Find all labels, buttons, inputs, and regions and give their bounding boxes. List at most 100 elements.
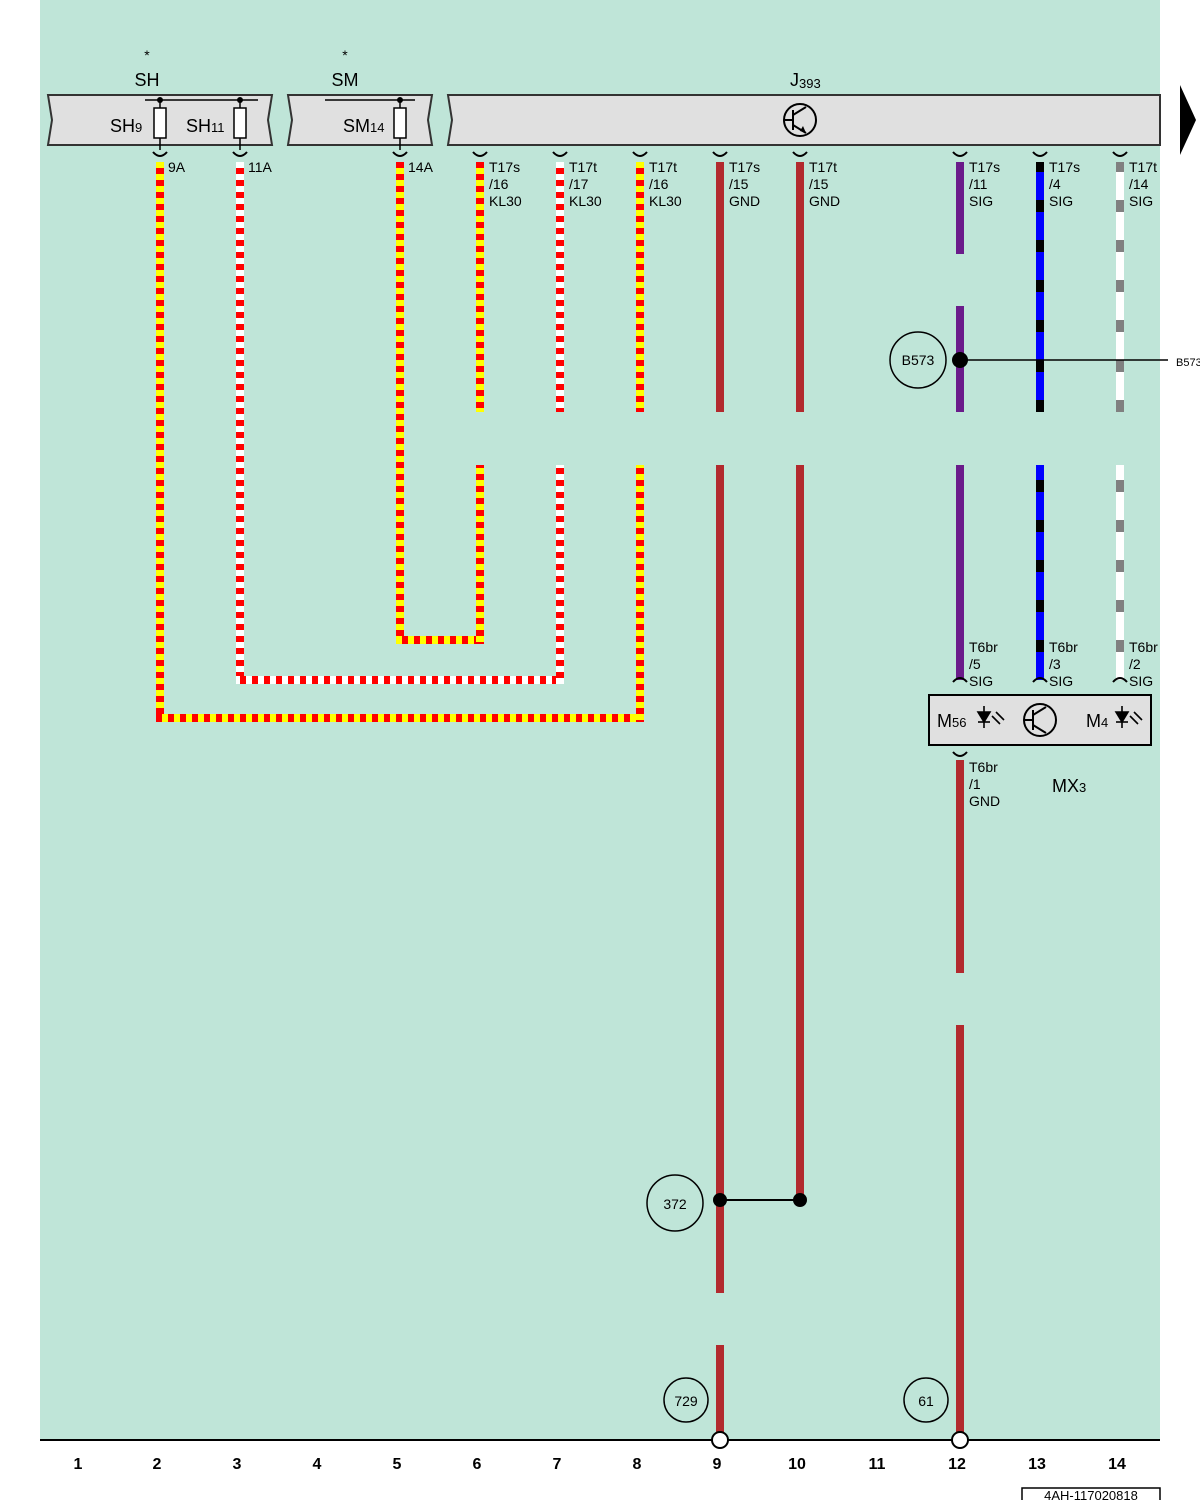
m56-label: M56 xyxy=(937,711,966,731)
svg-text:T17t: T17t xyxy=(569,159,597,175)
svg-text:/2: /2 xyxy=(1129,656,1141,672)
mx3-transistor-icon xyxy=(1023,703,1057,737)
svg-text:1: 1 xyxy=(74,1456,83,1473)
pin-9a: 9A xyxy=(168,159,186,175)
pin-connectors xyxy=(152,151,1128,757)
m4-label: M4 xyxy=(1086,711,1108,731)
svg-text:/4: /4 xyxy=(1049,176,1061,192)
pin-14a: 14A xyxy=(408,159,434,175)
fuse-sh9-label: SH9 xyxy=(110,116,142,136)
pin-label-mx3-col14: T6br /2 SIG xyxy=(1129,639,1158,689)
wire-col12-gnd xyxy=(956,760,964,1433)
svg-text:T17t: T17t xyxy=(809,159,837,175)
pin-label-col8: T17t /16 KL30 xyxy=(649,159,682,209)
svg-text:T6br: T6br xyxy=(1129,639,1158,655)
svg-text:9: 9 xyxy=(713,1456,722,1473)
pin-label-col6: T17s /16 KL30 xyxy=(489,159,522,209)
continuation-arrow-icon[interactable] xyxy=(1180,85,1196,155)
wire-sh11-col7 xyxy=(236,162,564,684)
svg-text:/16: /16 xyxy=(489,176,509,192)
svg-text:T17t: T17t xyxy=(649,159,677,175)
fuse-sh11-label: SH11 xyxy=(186,116,225,136)
splice-372-dot xyxy=(713,1193,727,1207)
ground-61-label: 61 xyxy=(918,1393,934,1409)
svg-text:/5: /5 xyxy=(969,656,981,672)
svg-text:11: 11 xyxy=(869,1456,886,1473)
svg-text:T6br: T6br xyxy=(1049,639,1078,655)
wire-col13-sig xyxy=(1036,162,1044,680)
svg-text:GND: GND xyxy=(969,793,1000,809)
ground-terminal-9 xyxy=(711,1431,729,1449)
svg-text:SIG: SIG xyxy=(1129,193,1153,209)
svg-text:10: 10 xyxy=(788,1456,806,1473)
svg-text:T6br: T6br xyxy=(969,759,998,775)
splice-372-circle xyxy=(646,1174,704,1232)
svg-text:SIG: SIG xyxy=(1049,673,1073,689)
j393-name: J393 xyxy=(790,70,821,91)
pin-label-col14: T17t /14 SIG xyxy=(1129,159,1157,209)
svg-text:2: 2 xyxy=(153,1456,162,1473)
wire-col9-gnd xyxy=(716,162,724,1433)
svg-text:7: 7 xyxy=(553,1456,562,1473)
wire-sm14-col6 xyxy=(396,162,484,644)
svg-text:T17s: T17s xyxy=(729,159,760,175)
svg-text:T17s: T17s xyxy=(1049,159,1080,175)
fuse-sh9-icon xyxy=(153,107,167,139)
mx3-name: MX3 xyxy=(1052,776,1086,796)
pin-label-mx3-col12: T6br /5 SIG xyxy=(969,639,998,689)
fuse-sh11-icon xyxy=(233,107,247,139)
pin-label-col10: T17t /15 GND xyxy=(809,159,840,209)
svg-text:14: 14 xyxy=(1108,1456,1126,1473)
svg-text:SIG: SIG xyxy=(969,193,993,209)
splice-b573-circle xyxy=(889,331,947,389)
svg-text:GND: GND xyxy=(729,193,760,209)
wire-col10-gnd xyxy=(796,162,804,1200)
svg-text:4: 4 xyxy=(313,1456,322,1473)
svg-text:T17t: T17t xyxy=(1129,159,1157,175)
b573-ref-label: B573 xyxy=(1176,357,1200,369)
doc-id: 4AH-117020818 xyxy=(1044,1488,1138,1500)
pin-label-col13: T17s /4 SIG xyxy=(1049,159,1080,209)
ground-729-circle xyxy=(663,1377,709,1423)
pin-label-col9: T17s /15 GND xyxy=(729,159,760,209)
sh-asterisk: * xyxy=(144,47,150,63)
sm-name: SM xyxy=(332,70,359,90)
svg-text:6: 6 xyxy=(473,1456,482,1473)
splice-b573-label: B573 xyxy=(902,352,935,368)
wire-sh9-col8 xyxy=(156,162,644,722)
svg-text:/14: /14 xyxy=(1129,176,1149,192)
svg-text:/3: /3 xyxy=(1049,656,1061,672)
sh-name: SH xyxy=(134,70,159,90)
splice-372-label: 372 xyxy=(663,1196,687,1212)
svg-text:8: 8 xyxy=(633,1456,642,1473)
pin-label-col12: T17s /11 SIG xyxy=(969,159,1000,209)
svg-text:/1: /1 xyxy=(969,776,981,792)
svg-text:/15: /15 xyxy=(809,176,829,192)
j393-housing xyxy=(446,94,1161,146)
svg-text:KL30: KL30 xyxy=(649,193,682,209)
column-numbers: 1 2 3 4 5 6 7 8 9 10 11 12 13 14 xyxy=(74,1456,1126,1473)
svg-text:3: 3 xyxy=(233,1456,242,1473)
sm-asterisk: * xyxy=(342,47,348,63)
svg-text:T17s: T17s xyxy=(489,159,520,175)
svg-text:KL30: KL30 xyxy=(489,193,522,209)
svg-text:T6br: T6br xyxy=(969,639,998,655)
pin-11a: 11A xyxy=(248,159,273,175)
fuse-sm14-label: SM14 xyxy=(343,116,384,136)
pin-label-mx3-col13: T6br /3 SIG xyxy=(1049,639,1078,689)
svg-text:/17: /17 xyxy=(569,176,589,192)
wire-col14-sig xyxy=(1116,162,1124,680)
svg-text:GND: GND xyxy=(809,193,840,209)
splice-b573-dot xyxy=(952,352,968,368)
pin-label-mx3-gnd: T6br /1 GND xyxy=(969,759,1000,809)
svg-text:KL30: KL30 xyxy=(569,193,602,209)
led-icon xyxy=(976,706,1005,728)
svg-text:SIG: SIG xyxy=(1129,673,1153,689)
ground-729-label: 729 xyxy=(674,1393,698,1409)
svg-text:5: 5 xyxy=(393,1456,402,1473)
svg-text:T17s: T17s xyxy=(969,159,1000,175)
svg-text:13: 13 xyxy=(1028,1456,1046,1473)
svg-text:/16: /16 xyxy=(649,176,669,192)
svg-text:/15: /15 xyxy=(729,176,749,192)
